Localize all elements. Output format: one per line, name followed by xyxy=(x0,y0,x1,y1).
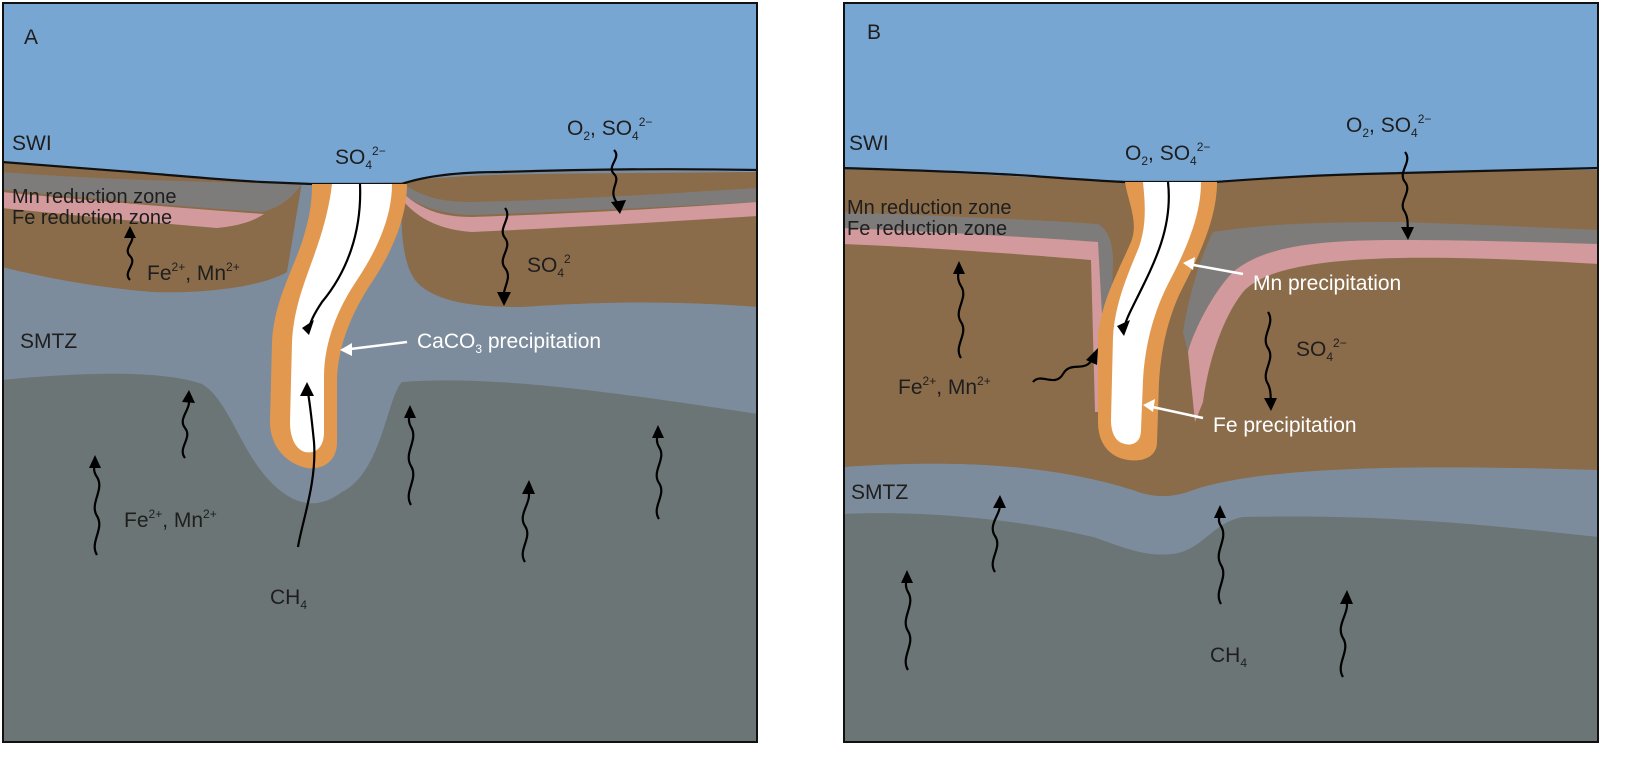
caco3-pointer xyxy=(341,340,408,352)
so4-center-label-a: SO42− xyxy=(335,144,386,172)
fe-zone-label-b: Fe reduction zone xyxy=(847,218,1007,240)
squiggle-arrow-deep-2 xyxy=(89,455,101,556)
fe-zone-right xyxy=(404,194,758,232)
swi-label-b: SWI xyxy=(849,132,889,155)
mn-zone-label-b: Mn reduction zone xyxy=(847,197,1012,219)
panel-b: B SWI O2, SO42− O2, SO42− Mn reduction z… xyxy=(842,2,1601,750)
squiggle-arrow-fe-mn-upper xyxy=(124,226,136,281)
mn-zone-right xyxy=(404,184,758,215)
seawater-b xyxy=(843,2,1599,182)
panel-a-diagram: A SWI SO42− O2, SO42− Mn reduction zone … xyxy=(1,2,759,743)
smtz-label-b: SMTZ xyxy=(851,481,908,504)
squiggle-arrow-deep-4 xyxy=(521,480,535,563)
swi-label-a: SWI xyxy=(12,132,52,155)
fe-zone-label-a: Fe reduction zone xyxy=(12,207,172,229)
o2-so4-center-label-b: O2, SO42− xyxy=(1125,140,1210,168)
mn-zone-right-b xyxy=(1183,222,1599,352)
panel-a-letter: A xyxy=(24,26,38,49)
mn-zone-left-b xyxy=(843,212,1113,332)
smtz-label-a: SMTZ xyxy=(20,330,77,353)
squiggle-arrow-deep-1-b xyxy=(991,495,1006,573)
fe-mn-upper-label-a: Fe2+, Mn2+ xyxy=(147,260,240,285)
squiggle-arrow-o2-so4-b xyxy=(1401,151,1414,240)
ch4-up-arrowhead xyxy=(300,382,314,396)
squiggle-arrow-so4-right xyxy=(497,207,511,306)
so4-down-arrowhead xyxy=(302,320,314,335)
swi-line xyxy=(1,160,759,186)
fe-precip-pointer xyxy=(1147,404,1204,420)
so4-right-label-a: SO42 xyxy=(527,252,571,280)
mn-precip-pointer xyxy=(1187,262,1244,276)
fe-zone-left-b xyxy=(843,228,1105,412)
squiggle-arrow-upper-left-b xyxy=(953,261,965,359)
fe-precip-pointer-head xyxy=(1143,399,1155,412)
squiggle-arrow-deep-3 xyxy=(404,405,416,506)
seawater xyxy=(2,2,758,184)
o2-so4-right-label-a: O2, SO42− xyxy=(567,115,652,143)
panel-b-letter: B xyxy=(867,21,881,44)
swi-line-b xyxy=(842,166,1600,184)
so4-down-arrow xyxy=(306,183,362,333)
squiggle-arrow-deep-4-b xyxy=(1339,590,1353,678)
squiggle-arrow-deep-3-b xyxy=(1214,505,1226,605)
fe-mn-lower-label-a: Fe2+, Mn2+ xyxy=(124,507,217,532)
caco3-pointer-head xyxy=(340,343,352,356)
fe-precip-label: Fe precipitation xyxy=(1213,414,1357,437)
squiggle-arrow-so4-right-b xyxy=(1264,311,1277,411)
o2-so4-down-arrow-b xyxy=(1121,181,1170,333)
panel-a: A SWI SO42− O2, SO42− Mn reduction zone … xyxy=(1,2,760,750)
conduit-b xyxy=(1111,182,1201,445)
methane-conduit xyxy=(290,184,392,453)
mn-precip-label: Mn precipitation xyxy=(1253,272,1401,295)
squiggle-arrow-deep-2-b xyxy=(901,570,913,671)
fe-zone-right-b xyxy=(1188,240,1599,422)
caco3-label: CaCO3 precipitation xyxy=(417,330,601,356)
o2-so4-down-arrowhead-b xyxy=(1117,320,1130,336)
mn-zone-label-a: Mn reduction zone xyxy=(12,186,177,208)
panel-b-frame xyxy=(843,2,1599,743)
panel-b-diagram: B SWI O2, SO42− O2, SO42− Mn reduction z… xyxy=(842,2,1600,743)
ch4-label-a: CH4 xyxy=(270,586,307,612)
squiggle-arrow-deep-1 xyxy=(181,390,195,459)
ch4-up-arrow xyxy=(296,386,316,548)
so4-right-label-b: SO42− xyxy=(1296,336,1347,364)
ch4-label-b: CH4 xyxy=(1210,644,1247,670)
mn-zone-left xyxy=(2,172,302,212)
squiggle-arrow-to-conduit-b xyxy=(1032,348,1098,383)
panel-a-frame xyxy=(2,2,758,743)
fe-mn-label-b: Fe2+, Mn2+ xyxy=(898,374,991,399)
fe-zone-left xyxy=(2,192,264,228)
squiggle-arrow-deep-5 xyxy=(652,425,664,520)
o2-so4-right-label-b: O2, SO42− xyxy=(1346,112,1431,140)
squiggle-arrow-o2-so4 xyxy=(610,149,626,214)
mn-precip-pointer-head xyxy=(1183,257,1195,270)
